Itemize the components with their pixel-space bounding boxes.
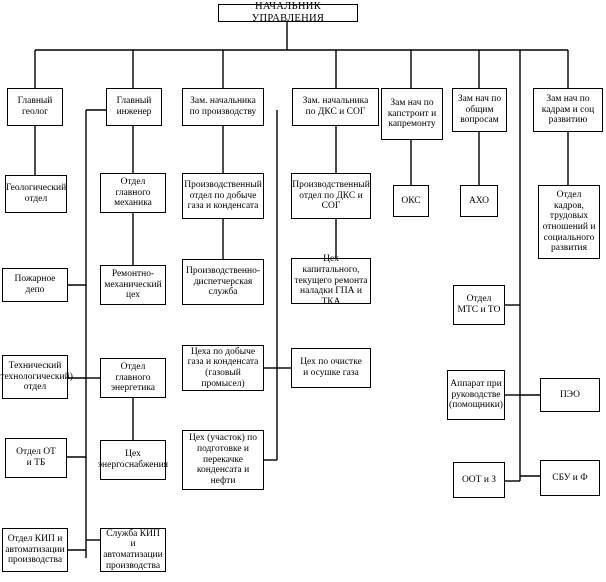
dispatch-service-box: Производственно- диспетчерская служба <box>182 259 264 305</box>
gas-cleaning-shop-label: Цех по очистке и осушке газа <box>300 357 362 378</box>
repair-shop-label: Ремонтно- механический цех <box>104 269 162 301</box>
capital-repair-shop-box: Цех капитального, текущего ремонта налад… <box>291 254 371 307</box>
power-supply-shop-label: Цех энергоснабжения <box>97 449 169 470</box>
aho-label: АХО <box>468 195 490 206</box>
deputy-production-label: Зам. начальника по производству <box>189 96 257 117</box>
chief-power-dept-box: Отдел главного энергетика <box>100 358 166 398</box>
dks-production-dept-label: Производственный отдел по ДКС и СОГ <box>292 180 370 212</box>
power-supply-shop-box: Цех энергоснабжения <box>97 440 169 480</box>
deputy-general-box: Зам нач по общим вопросам <box>452 88 507 132</box>
gas-production-shops-box: Цеха по добыче газа и конденсата (газовы… <box>182 345 264 391</box>
geological-dept-box: Геологический отдел <box>5 175 67 213</box>
chief-mechanic-dept-box: Отдел главного механика <box>100 173 166 213</box>
mts-to-label: Отдел МТС и ТО <box>457 294 501 315</box>
peo-box: ПЭО <box>540 378 600 412</box>
gas-production-dept-box: Производственный отдел по добыче газа и … <box>182 173 264 219</box>
dispatch-service-label: Производственно- диспетчерская служба <box>185 266 261 298</box>
oks-label: ОКС <box>401 195 421 206</box>
kip-service-box: Служба КИП и автоматизации производства <box>100 528 166 572</box>
deputy-production-box: Зам. начальника по производству <box>182 88 264 126</box>
condensate-shops-label: Цех (участок) по подготовке и перекачке … <box>189 433 257 486</box>
apparatus-box: Аппарат при руководстве (помощники) <box>447 370 505 420</box>
deputy-hr-label: Зам нач по кадрам и соц развитию <box>541 94 595 126</box>
deputy-dks-label: Зам. начальника по ДКС и СОГ <box>302 96 369 117</box>
deputy-dks-box: Зам. начальника по ДКС и СОГ <box>292 88 379 126</box>
aho-box: АХО <box>460 185 498 217</box>
chief-power-dept-label: Отдел главного энергетика <box>110 362 156 394</box>
chief-geologist-label: Главный геолог <box>17 96 53 117</box>
gas-cleaning-shop-box: Цех по очистке и осушке газа <box>291 348 371 388</box>
mts-to-box: Отдел МТС и ТО <box>453 285 505 325</box>
apparatus-label: Аппарат при руководстве (помощники) <box>449 379 503 411</box>
condensate-shops-box: Цех (участок) по подготовке и перекачке … <box>182 430 264 490</box>
hr-dept-box: Отдел кадров, трудовых отношений и социа… <box>538 185 600 259</box>
deputy-hr-box: Зам нач по кадрам и соц развитию <box>533 88 603 132</box>
ot-tb-dept-box: Отдел ОТ и ТБ <box>5 438 67 478</box>
hr-dept-label: Отдел кадров, трудовых отношений и социа… <box>542 190 596 254</box>
fire-depot-box: Пожарное депо <box>2 268 68 302</box>
chief-engineer-box: Главный инженер <box>106 88 162 126</box>
deputy-capital-label: Зам нач по капстроит и капремонту <box>387 98 437 130</box>
sbu-f-box: СБУ и Ф <box>540 460 600 496</box>
dks-production-dept-box: Производственный отдел по ДКС и СОГ <box>291 173 371 219</box>
oot-z-label: ООТ и З <box>461 474 497 485</box>
gas-production-dept-label: Производственный отдел по добыче газа и … <box>184 180 262 212</box>
chief-mechanic-dept-label: Отдел главного механика <box>114 177 152 209</box>
kip-service-label: Служба КИП и автоматизации производства <box>103 528 163 571</box>
oot-z-box: ООТ и З <box>453 462 505 498</box>
oks-box: ОКС <box>393 185 429 217</box>
technical-dept-label: Технический (технологический) отдел <box>0 361 73 393</box>
chief-engineer-label: Главный инженер <box>116 96 152 117</box>
deputy-general-label: Зам нач по общим вопросам <box>457 94 502 126</box>
gas-production-shops-label: Цеха по добыче газа и конденсата (газовы… <box>187 346 259 389</box>
sbu-f-label: СБУ и Ф <box>552 472 588 483</box>
geological-dept-label: Геологический отдел <box>5 183 67 204</box>
peo-label: ПЭО <box>559 389 581 400</box>
ot-tb-dept-label: Отдел ОТ и ТБ <box>16 447 56 468</box>
chief-geologist-box: Главный геолог <box>7 88 63 126</box>
capital-repair-shop-label: Цех капитального, текущего ремонта налад… <box>294 254 368 307</box>
deputy-capital-box: Зам нач по капстроит и капремонту <box>381 88 443 140</box>
kip-dept-label: Отдел КИП и автоматизации производства <box>5 534 65 566</box>
head-of-department-label: НАЧАЛЬНИК УПРАВЛЕНИЯ <box>251 1 325 24</box>
head-of-department-box: НАЧАЛЬНИК УПРАВЛЕНИЯ <box>218 1 358 24</box>
technical-dept-box: Технический (технологический) отдел <box>0 355 73 399</box>
kip-dept-box: Отдел КИП и автоматизации производства <box>2 528 68 572</box>
fire-depot-label: Пожарное депо <box>14 274 56 295</box>
repair-shop-box: Ремонтно- механический цех <box>100 265 166 305</box>
